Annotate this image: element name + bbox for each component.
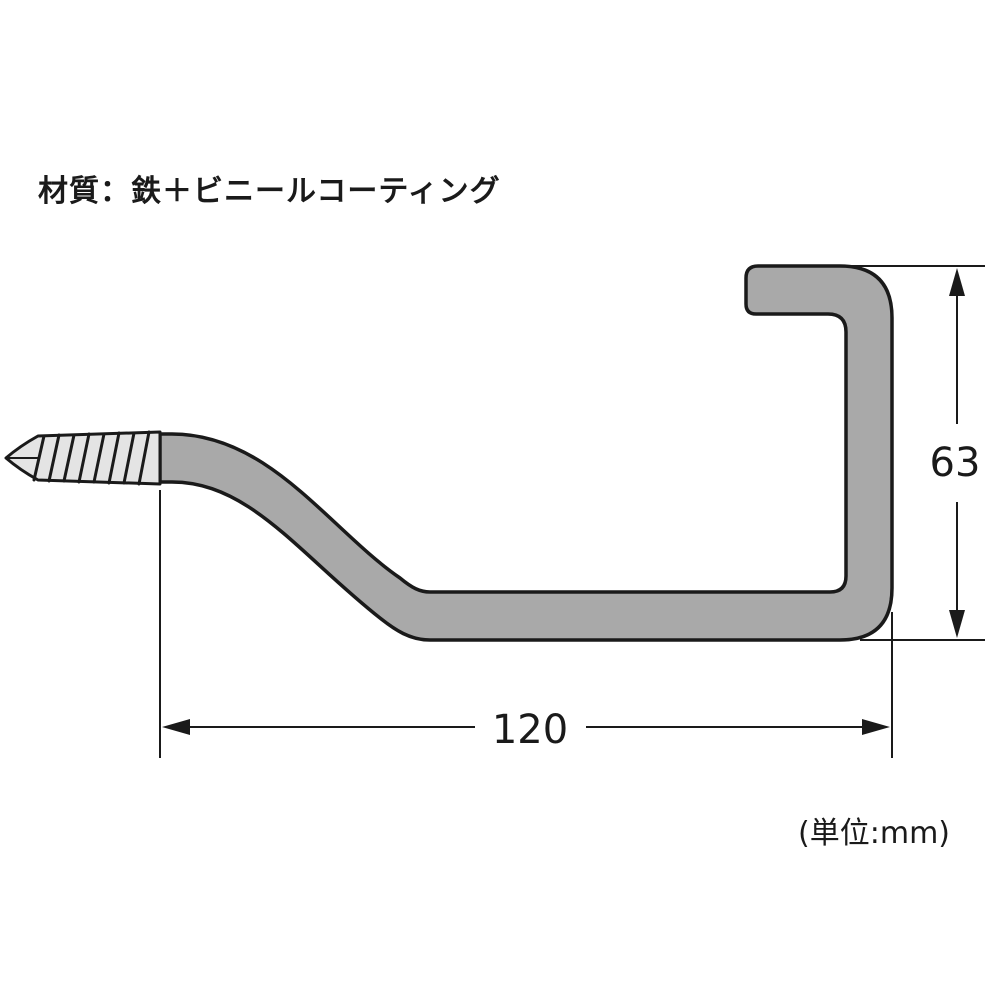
width-dimension-label: 120 [492,707,568,753]
material-label: 材質：鉄＋ビニールコーティング [38,174,501,209]
unit-label: (単位:mm) [798,816,950,851]
screw-thread [4,430,162,486]
extension-lines [159,265,985,758]
height-dimension-line [949,268,965,638]
width-dimension-line [162,719,890,735]
hook-body [158,264,894,642]
height-dimension-label: 63 [930,440,981,486]
